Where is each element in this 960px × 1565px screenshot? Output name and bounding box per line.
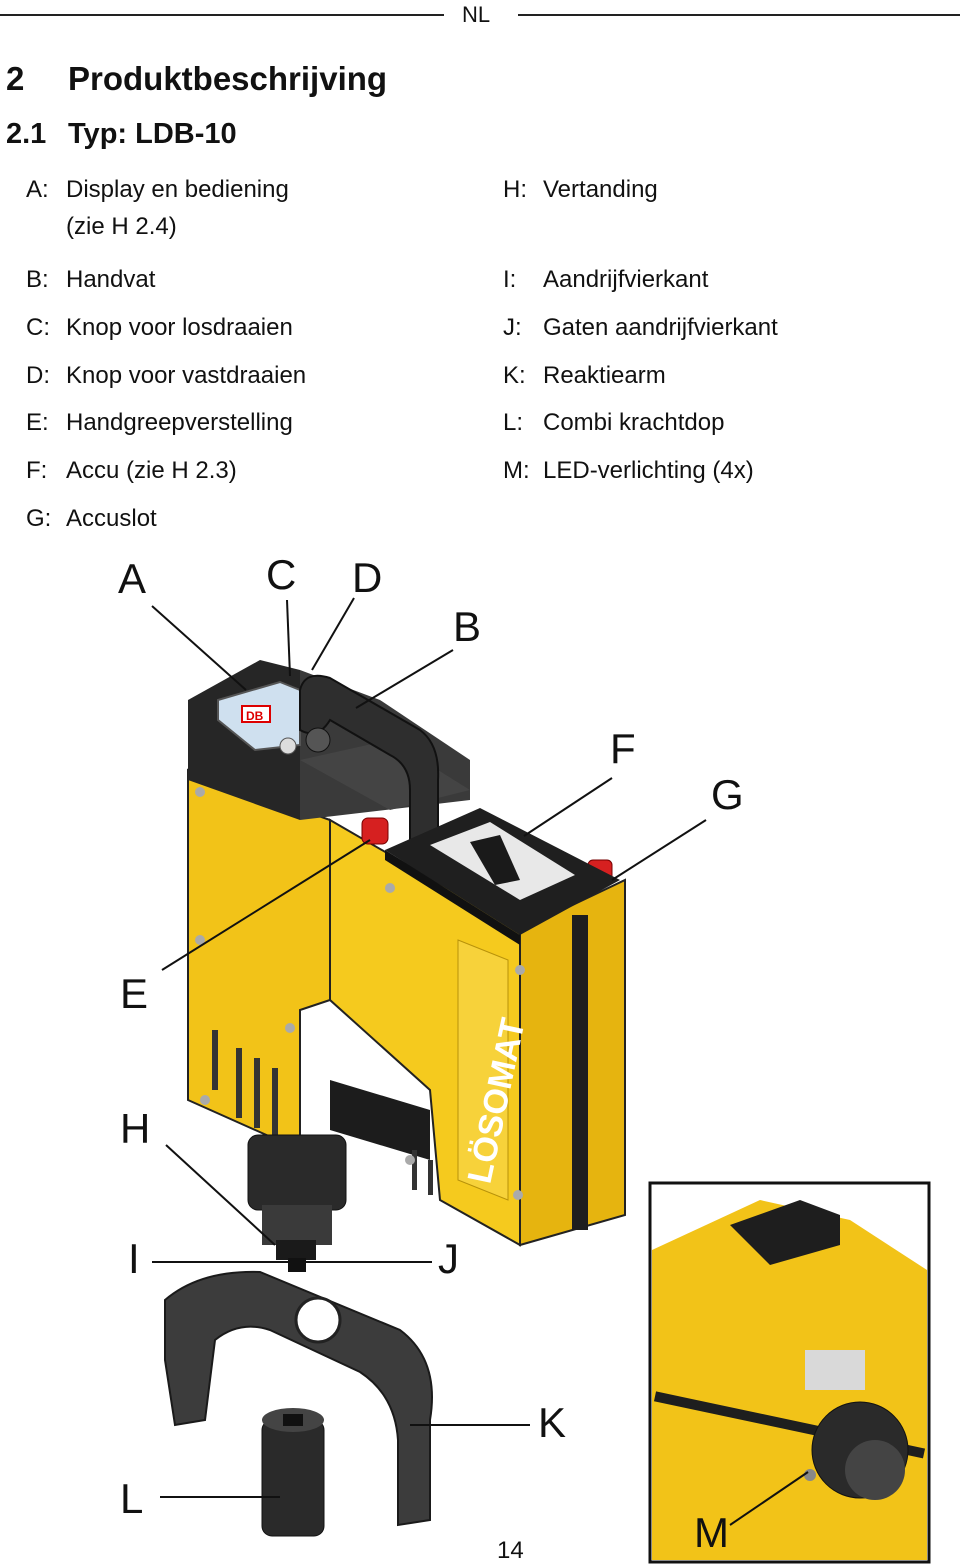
callout-l: L <box>120 1475 144 1522</box>
combi-socket <box>261 1408 325 1537</box>
callout-b: B <box>453 603 482 650</box>
legend-item-d: D:Knop voor vastdraaien <box>26 362 307 389</box>
callout-e: E <box>120 970 149 1017</box>
page-number: 14 <box>497 1537 524 1564</box>
header-rule-left <box>0 14 444 16</box>
callout-j: J <box>438 1235 459 1282</box>
legend-item-a: A:Display en bediening <box>26 176 289 203</box>
db-logo-text: DB <box>246 709 264 723</box>
language-label: NL <box>462 2 491 27</box>
legend-item-g: G:Accuslot <box>26 505 157 532</box>
callout-m: M <box>694 1509 729 1556</box>
callout-g: G <box>711 771 744 818</box>
legend-item-f: F:Accu (zie H 2.3) <box>26 457 237 484</box>
callout-i: I <box>128 1235 140 1282</box>
handle <box>299 674 440 852</box>
drive-unit <box>247 1134 347 1272</box>
led-detail-inset <box>648 1181 931 1564</box>
tool-body: LÖSOMAT <box>187 768 626 1247</box>
leader-lines <box>151 597 809 1526</box>
legend-item-j: J:Gaten aandrijfvierkant <box>503 314 778 341</box>
legend-item-b: B:Handvat <box>26 266 156 293</box>
callout-k: K <box>538 1399 567 1446</box>
reaction-arm <box>164 1270 433 1527</box>
legend-item-c: C:Knop voor losdraaien <box>26 314 293 341</box>
legend-item-l: L:Combi krachtdop <box>503 409 725 436</box>
callout-f: F <box>610 725 636 772</box>
callout-d: D <box>352 554 383 601</box>
battery-pack <box>385 808 620 945</box>
adjust-knob <box>361 817 389 845</box>
callout-a: A <box>118 555 147 602</box>
legend-item-h: H:Vertanding <box>503 176 658 203</box>
callout-c: C <box>266 551 297 598</box>
callout-h: H <box>120 1105 151 1152</box>
legend-item-a-continuation: (zie H 2.4) <box>66 213 177 240</box>
legend-item-k: K:Reaktiearm <box>503 362 666 389</box>
legend-item-i: I:Aandrijfvierkant <box>503 266 709 293</box>
header-rule-right <box>518 14 960 16</box>
legend-item-m: M:LED-verlichting (4x) <box>503 457 754 484</box>
legend-item-e: E:Handgreepverstelling <box>26 409 293 436</box>
db-logo <box>241 705 271 723</box>
